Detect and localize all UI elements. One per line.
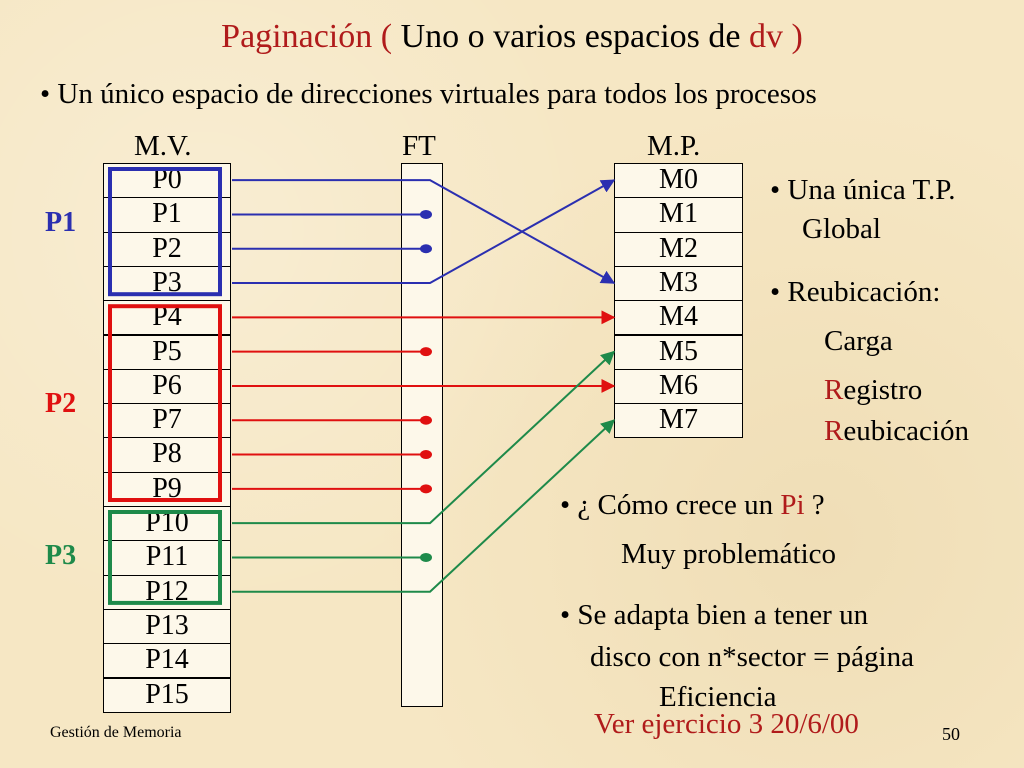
- group-label-p1: P1: [45, 207, 77, 238]
- note-tp-line1: • Una única T.P.: [770, 174, 956, 206]
- note-registro: Registro: [824, 374, 922, 407]
- page-number: 50: [942, 724, 960, 744]
- note-tp-line2: Global: [802, 213, 881, 245]
- virtual-page-cell: P2: [103, 231, 231, 267]
- note-adapta-line1: • Se adapta bien a tener un: [560, 599, 869, 631]
- invalid-entry-dot: [420, 209, 432, 219]
- virtual-page-cell: P13: [103, 608, 231, 645]
- process-group-box: [108, 167, 222, 297]
- note-eficiencia: Eficiencia: [659, 681, 777, 713]
- registro-initial: R: [824, 374, 844, 406]
- header-mp: M.P.: [647, 130, 701, 162]
- invalid-entry-dot: [420, 347, 432, 357]
- invalid-entry-dot: [420, 484, 432, 494]
- note-problematico: Muy problemático: [621, 538, 837, 570]
- physical-frame-cell: M4: [614, 300, 743, 336]
- header-mv: M.V.: [134, 130, 192, 162]
- virtual-page-cell: P11: [103, 540, 231, 576]
- group-label-p3: P3: [45, 540, 77, 571]
- physical-frame-cell: M1: [614, 197, 743, 233]
- registro-rest: egistro: [843, 374, 923, 406]
- invalid-entry-dot: [420, 450, 432, 460]
- reubicacion-rest: eubicación: [843, 415, 969, 447]
- virtual-page-cell: P7: [103, 403, 231, 439]
- note-adapta-line2: disco con n*sector = página: [590, 641, 914, 673]
- exercise-reference: Ver ejercicio 3 20/6/00: [594, 708, 859, 740]
- process-group-box: [108, 510, 222, 605]
- crece-post: ?: [804, 489, 825, 521]
- title-part-1: Paginación (: [221, 18, 401, 55]
- physical-frame-cell: M0: [614, 163, 743, 199]
- reubicacion-initial: R: [824, 415, 844, 447]
- mapping-arrow: [232, 179, 616, 285]
- virtual-page-cell: P15: [103, 677, 231, 713]
- invalid-entry-dot: [420, 552, 432, 562]
- mapping-arrow: [232, 419, 616, 593]
- crece-pi: Pi: [780, 489, 805, 521]
- physical-frame-cell: M5: [614, 334, 743, 370]
- mapping-arrow: [232, 350, 616, 525]
- crece-pre: • ¿ Cómo crece un: [560, 489, 781, 521]
- title-part-2: Uno o varios espacios de: [400, 18, 749, 55]
- note-crece: • ¿ Cómo crece un Pi ?: [560, 489, 825, 522]
- title-part-3: dv: [749, 18, 783, 55]
- process-group-box: [108, 304, 222, 503]
- frame-table-column: [401, 163, 443, 707]
- note-reubicacion: • Reubicación:: [770, 276, 941, 308]
- virtual-page-cell: P1: [103, 197, 231, 233]
- slide-title: Paginación ( Uno o varios espacios de dv…: [0, 18, 1024, 56]
- mapping-arrow: [232, 179, 616, 284]
- header-ft: FT: [402, 130, 436, 162]
- virtual-page-cell: P14: [103, 643, 231, 679]
- note-carga: Carga: [824, 325, 893, 357]
- invalid-entry-dot: [420, 415, 432, 425]
- group-label-p2: P2: [45, 388, 77, 419]
- physical-frame-cell: M3: [614, 265, 743, 302]
- title-part-4: ): [783, 18, 803, 55]
- main-bullet: • Un único espacio de direcciones virtua…: [40, 78, 817, 110]
- physical-frame-cell: M7: [614, 403, 743, 439]
- virtual-page-cell: P5: [103, 334, 231, 370]
- footer-left: Gestión de Memoria: [50, 724, 182, 741]
- note-reubicacion-word: Reubicación: [824, 415, 969, 448]
- virtual-page-cell: P6: [103, 368, 231, 405]
- invalid-entry-dot: [420, 244, 432, 254]
